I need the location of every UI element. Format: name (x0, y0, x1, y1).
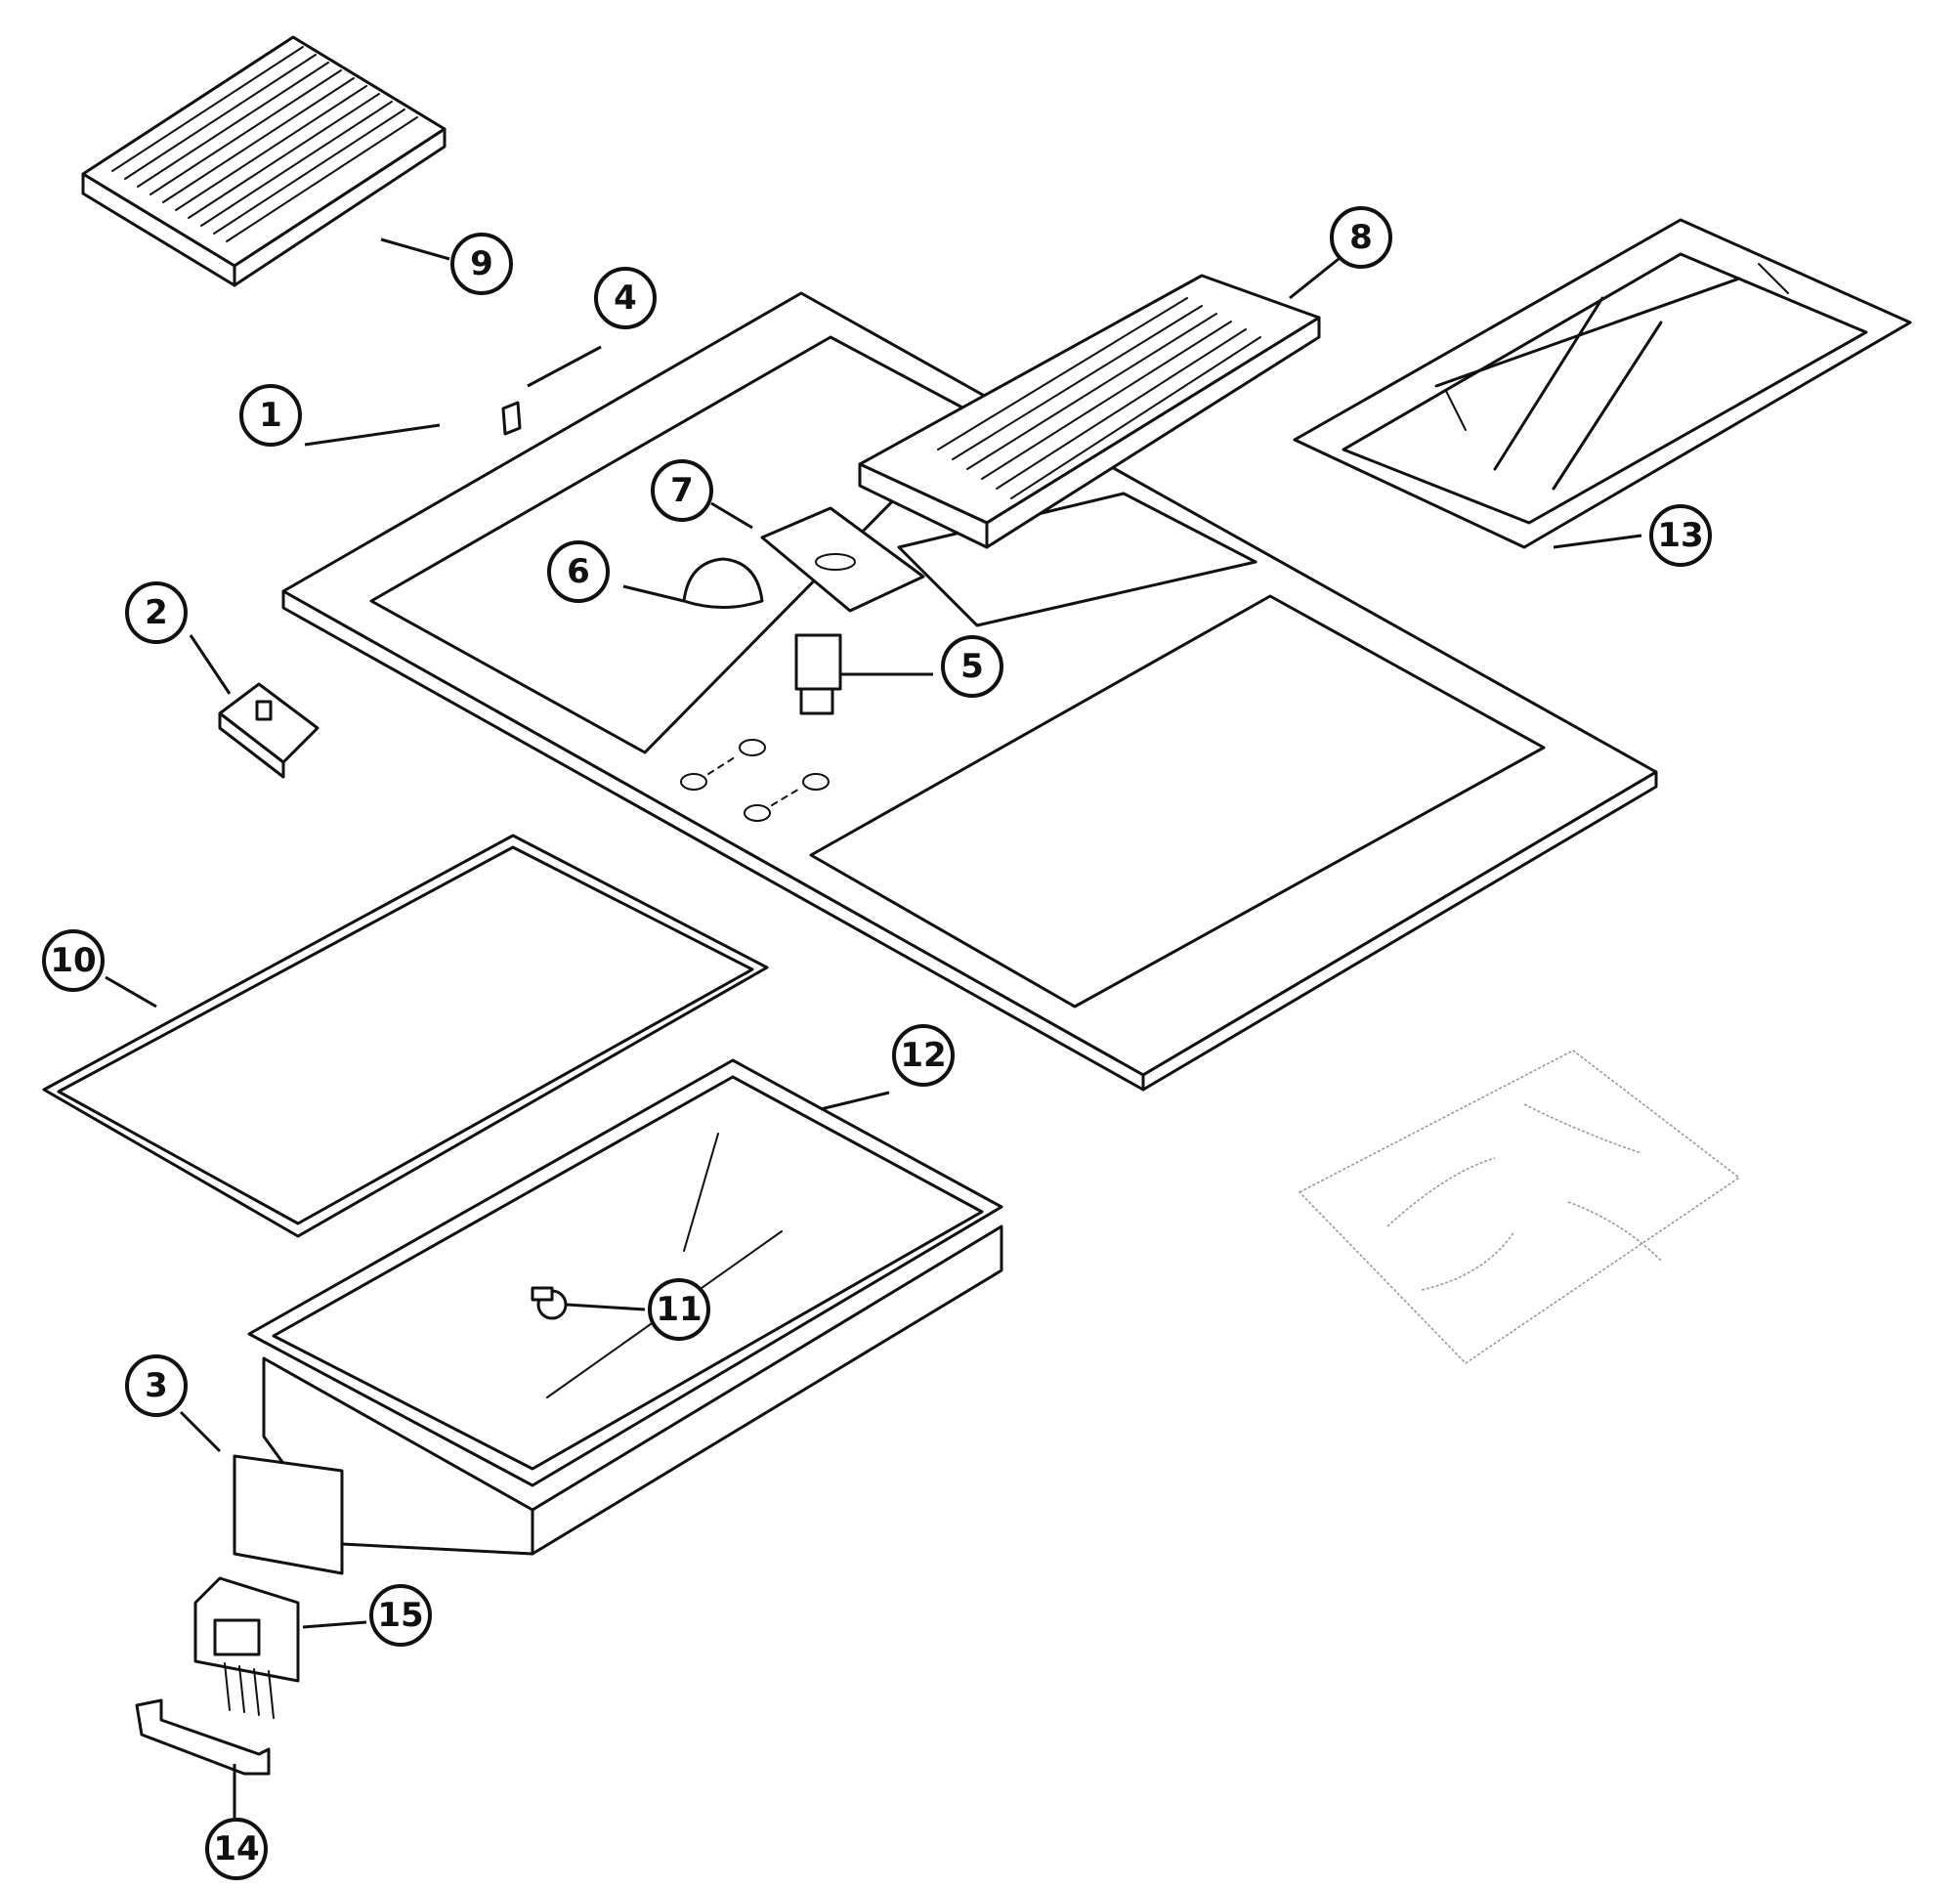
callout-15: 15 (369, 1584, 432, 1647)
part-11-screw (531, 1286, 568, 1320)
part-10-glass-frame (42, 834, 769, 1238)
callout-9-label: 9 (470, 244, 493, 283)
callout-8: 8 (1330, 206, 1392, 269)
callout-12: 12 (892, 1024, 955, 1087)
callout-8-label: 8 (1349, 218, 1373, 257)
callout-3: 3 (125, 1354, 188, 1417)
part-15-spark-module (193, 1576, 300, 1719)
callout-13: 13 (1649, 504, 1712, 567)
part-8-vent-cover (858, 274, 1321, 549)
part-6-dome (682, 557, 764, 609)
part-3-sheet (233, 1454, 344, 1575)
callout-2-label: 2 (145, 593, 168, 632)
callout-15-label: 15 (377, 1596, 423, 1635)
callout-12-label: 12 (900, 1036, 946, 1075)
callout-1-label: 1 (259, 396, 282, 435)
callout-6: 6 (547, 540, 610, 603)
part-5-switch (794, 633, 842, 715)
part-9-grille (81, 35, 447, 287)
callout-7: 7 (651, 459, 713, 522)
part-14-bracket (135, 1698, 271, 1776)
part-13-grate (1293, 218, 1912, 549)
callout-9: 9 (450, 233, 513, 295)
callout-13-label: 13 (1657, 516, 1703, 555)
callout-7-label: 7 (670, 471, 694, 510)
callout-6-label: 6 (567, 552, 590, 591)
callout-11: 11 (648, 1278, 710, 1341)
ghost-grate (1298, 1050, 1741, 1365)
callout-5-label: 5 (960, 647, 984, 686)
part-7-plate (760, 506, 925, 613)
part-4-clip (501, 401, 522, 436)
callout-14-label: 14 (213, 1829, 259, 1868)
callout-2: 2 (125, 581, 188, 644)
callout-14: 14 (205, 1818, 268, 1880)
callout-10: 10 (42, 929, 105, 992)
part-12-pan (247, 1058, 1003, 1556)
callout-4: 4 (594, 267, 657, 329)
callout-3-label: 3 (145, 1366, 168, 1405)
part-2-module (218, 682, 320, 779)
callout-11-label: 11 (656, 1290, 702, 1329)
control-knob-holes (680, 739, 830, 822)
callout-5: 5 (941, 635, 1003, 698)
callout-10-label: 10 (50, 941, 96, 980)
callout-4-label: 4 (614, 279, 637, 318)
leader-lines (105, 237, 1642, 1818)
callout-1: 1 (239, 384, 302, 447)
